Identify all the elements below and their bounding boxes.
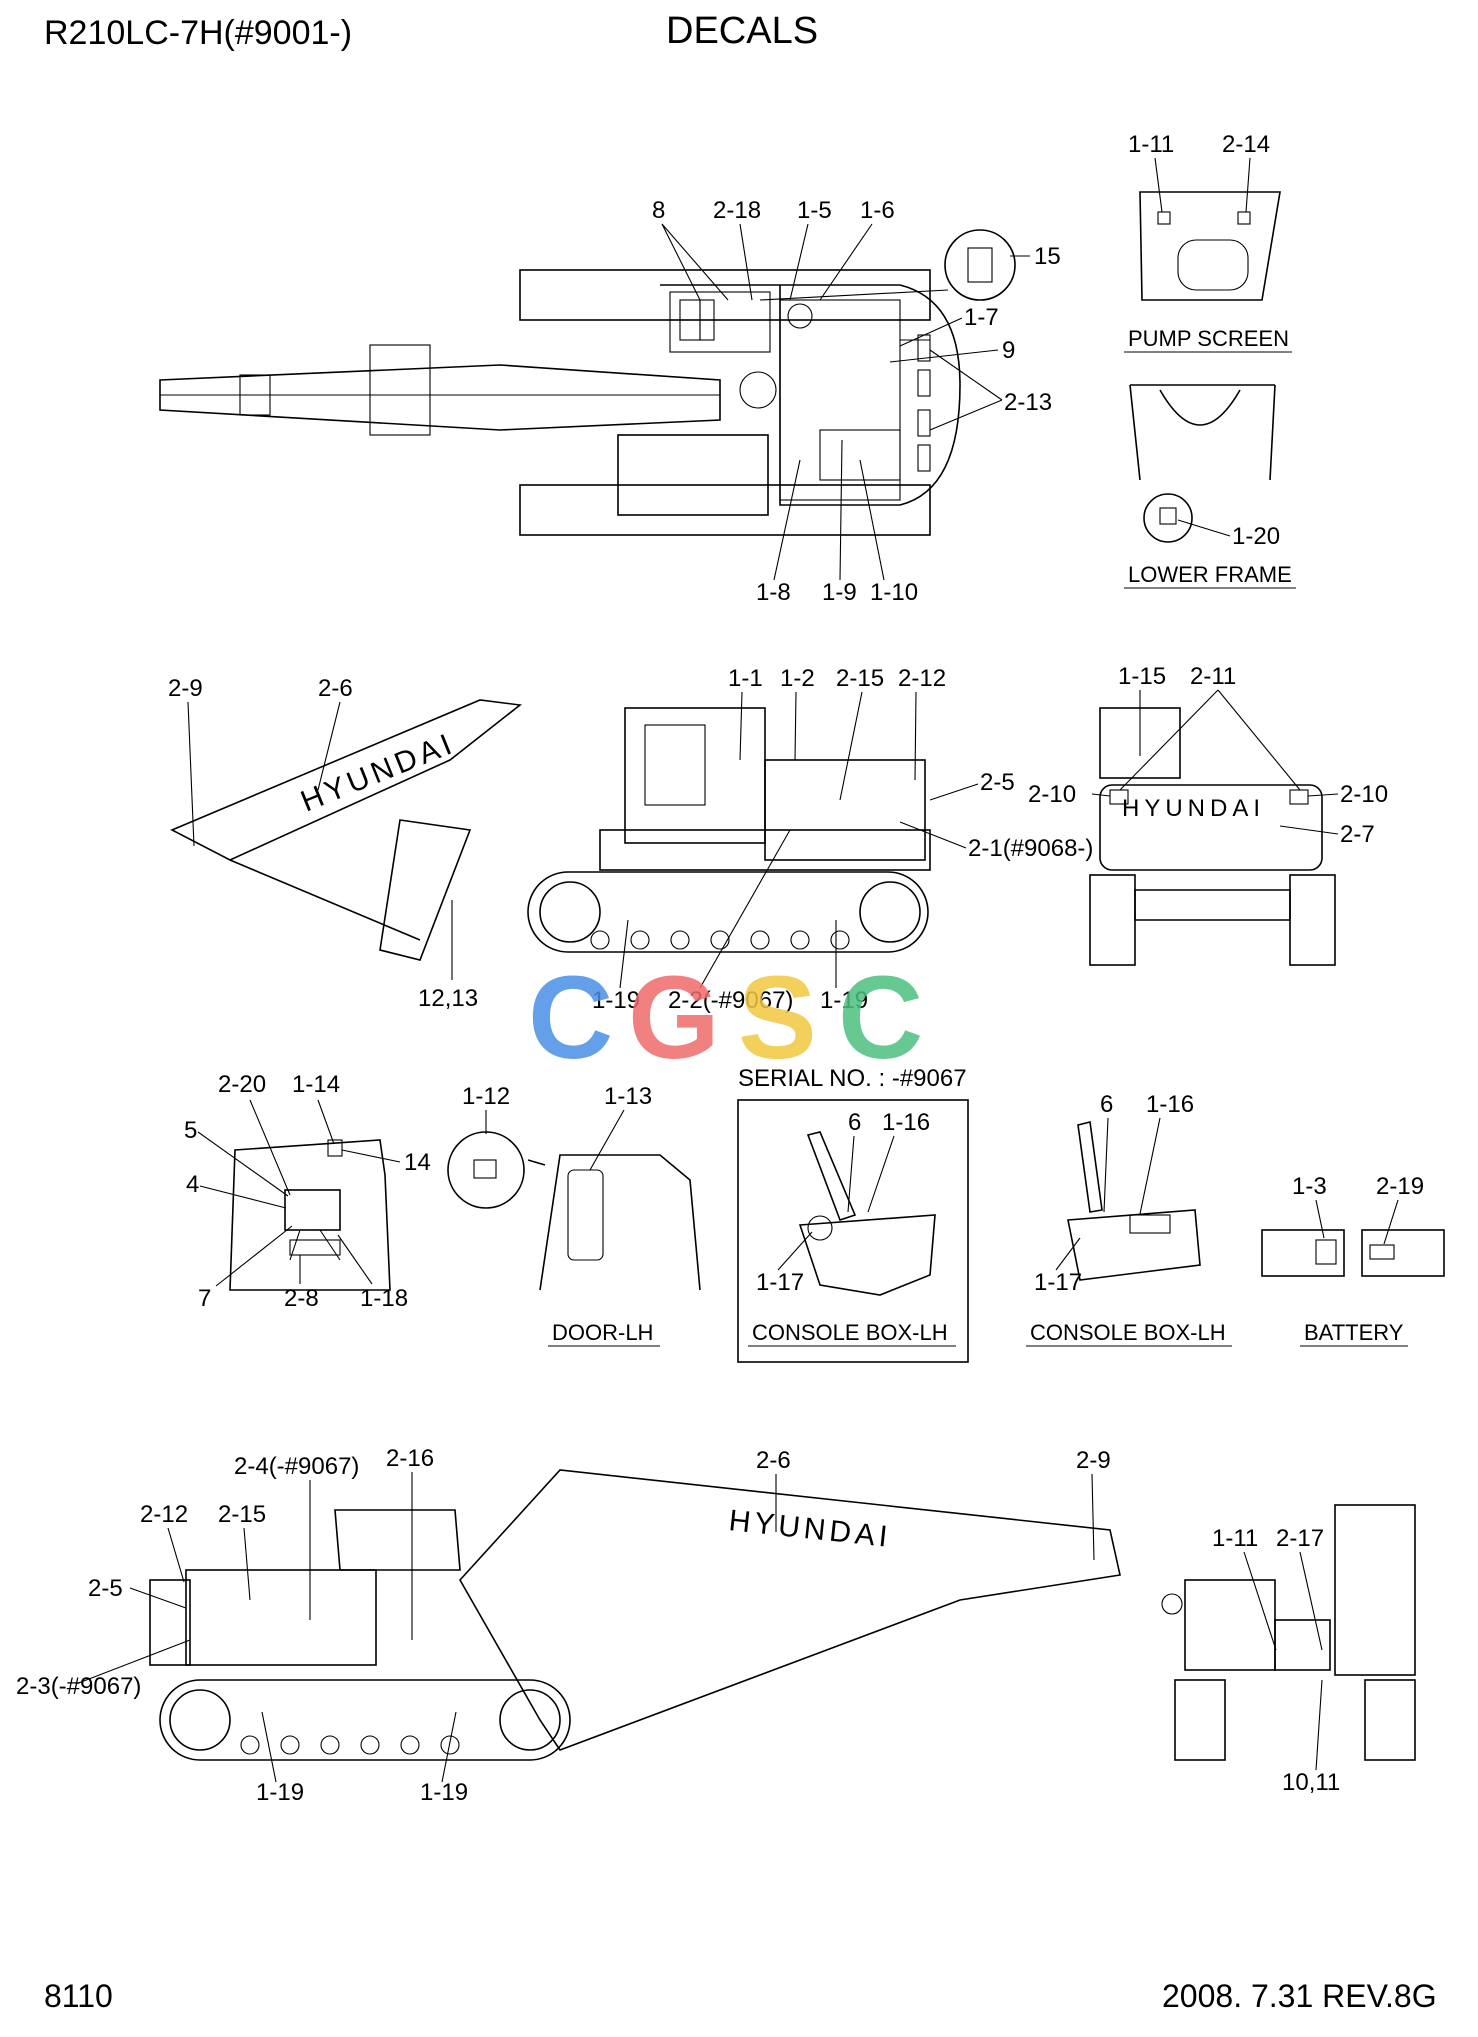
watermark-letter-c1: C xyxy=(528,952,613,1084)
callout-4: 4 xyxy=(186,1171,199,1198)
callout-2-18: 2-18 xyxy=(713,197,761,224)
callout-1-13: 1-13 xyxy=(604,1083,652,1110)
callout-15: 15 xyxy=(1034,243,1061,270)
top-view xyxy=(159,229,1016,536)
callout-1-1: 1-1 xyxy=(728,665,763,692)
pump-screen-view xyxy=(1139,191,1281,301)
callout-10-11: 10,11 xyxy=(1282,1769,1340,1796)
callout-1-3: 1-3 xyxy=(1292,1173,1327,1200)
callout-2-20: 2-20 xyxy=(218,1071,266,1098)
battery-caption: BATTERY xyxy=(1304,1320,1404,1345)
callout-2-6: 2-6 xyxy=(318,675,353,702)
revision-date: 2008. 7.31 REV.8G xyxy=(1162,1978,1437,2014)
side-view-rh xyxy=(149,1469,1121,1761)
callout-2-15: 2-15 xyxy=(836,665,884,692)
cab-interior-view xyxy=(229,1139,391,1291)
callout-1-2: 1-2 xyxy=(780,665,815,692)
callout-2-8: 2-8 xyxy=(284,1285,319,1312)
callout-2-9: 2-9 xyxy=(168,675,203,702)
callout-1-10: 1-10 xyxy=(870,579,918,606)
callout-2-5: 2-5 xyxy=(980,769,1015,796)
callout-2-12: 2-12 xyxy=(898,665,946,692)
console-serial-caption: CONSOLE BOX-LH xyxy=(752,1320,948,1345)
callout-2-10-a: 2-10 xyxy=(1028,781,1076,808)
door-lh-view xyxy=(447,1131,701,1291)
callout-1-11-b: 1-11 xyxy=(1212,1525,1258,1552)
callout-2-6-b: 2-6 xyxy=(756,1447,791,1474)
side-view-lh xyxy=(170,699,931,961)
callout-1-19-b: 1-19 xyxy=(820,987,868,1014)
callout-2-7: 2-7 xyxy=(1340,821,1375,848)
boom-brand-lettering: HYUNDAI xyxy=(296,727,460,819)
callout-6-a: 6 xyxy=(848,1109,861,1136)
rh-boom-brand-lettering: HYUNDAI xyxy=(727,1504,893,1554)
pump-screen-caption: PUMP SCREEN xyxy=(1128,326,1289,351)
callout-1-17-a: 1-17 xyxy=(756,1269,804,1296)
callout-1-5: 1-5 xyxy=(797,197,832,224)
page-number: 8110 xyxy=(44,1978,113,2014)
callout-1-11: 1-11 xyxy=(1128,131,1174,158)
watermark-letter-c2: C xyxy=(838,952,923,1084)
callout-1-19-d: 1-19 xyxy=(420,1779,468,1806)
watermark-letter-g: G xyxy=(628,952,720,1084)
callout-2-15-b: 2-15 xyxy=(218,1501,266,1528)
callout-2-10-b: 2-10 xyxy=(1340,781,1388,808)
lower-frame-view xyxy=(1129,384,1276,543)
callout-5: 5 xyxy=(184,1117,197,1144)
callout-1-12: 1-12 xyxy=(462,1083,510,1110)
callout-2-16: 2-16 xyxy=(386,1445,434,1472)
watermark-letter-s: S xyxy=(738,952,817,1084)
callout-7: 7 xyxy=(198,1285,211,1312)
callout-2-9-b: 2-9 xyxy=(1076,1447,1111,1474)
callout-1-19-c: 1-19 xyxy=(256,1779,304,1806)
battery-view xyxy=(1261,1229,1445,1277)
callout-1-9: 1-9 xyxy=(822,579,857,606)
callout-2-3: 2-3(-#9067) xyxy=(16,1673,141,1700)
callout-2-14: 2-14 xyxy=(1222,131,1270,158)
callout-2-12-b: 2-12 xyxy=(140,1501,188,1528)
callout-2-19: 2-19 xyxy=(1376,1173,1424,1200)
console-box-view xyxy=(1067,1121,1201,1281)
rear-view xyxy=(1089,707,1336,966)
callout-1-17-b: 1-17 xyxy=(1034,1269,1082,1296)
callout-1-18: 1-18 xyxy=(360,1285,408,1312)
door-lh-caption: DOOR-LH xyxy=(552,1320,653,1345)
callout-2-4: 2-4(-#9067) xyxy=(234,1453,359,1480)
model-title: R210LC-7H(#9001-) xyxy=(44,14,353,52)
callout-1-15: 1-15 xyxy=(1118,663,1166,690)
lower-frame-caption: LOWER FRAME xyxy=(1128,562,1292,587)
callout-1-14: 1-14 xyxy=(292,1071,340,1098)
rear-brand-lettering: HYUNDAI xyxy=(1122,795,1265,822)
callout-2-5-b: 2-5 xyxy=(88,1575,123,1602)
callout-14: 14 xyxy=(404,1149,431,1176)
callout-6-b: 6 xyxy=(1100,1091,1113,1118)
callout-1-16-a: 1-16 xyxy=(882,1109,930,1136)
callout-1-6: 1-6 xyxy=(860,197,895,224)
serial-console-frame xyxy=(737,1099,969,1363)
callout-2-11: 2-11 xyxy=(1190,663,1236,690)
front-view xyxy=(1161,1504,1416,1761)
callout-1-8: 1-8 xyxy=(756,579,791,606)
callout-2-17: 2-17 xyxy=(1276,1525,1324,1552)
callout-1-20: 1-20 xyxy=(1232,523,1280,550)
page-title: DECALS xyxy=(666,10,819,52)
callout-1-7: 1-7 xyxy=(964,304,999,331)
callout-1-19-a: 1-19 xyxy=(592,987,640,1014)
callout-2-2: 2-2(-#9067) xyxy=(668,987,793,1014)
callout-1-16-b: 1-16 xyxy=(1146,1091,1194,1118)
cgsc-watermark: C G S C xyxy=(528,952,923,1084)
callout-9: 9 xyxy=(1002,337,1015,364)
console-box-caption: CONSOLE BOX-LH xyxy=(1030,1320,1226,1345)
callout-2-13: 2-13 xyxy=(1004,389,1052,416)
console-box-serial-view xyxy=(798,1131,936,1296)
callout-12-13: 12,13 xyxy=(418,985,478,1012)
serial-note: SERIAL NO. : -#9067 xyxy=(738,1065,967,1092)
callout-2-1: 2-1(#9068-) xyxy=(968,835,1093,862)
callout-8: 8 xyxy=(652,197,665,224)
